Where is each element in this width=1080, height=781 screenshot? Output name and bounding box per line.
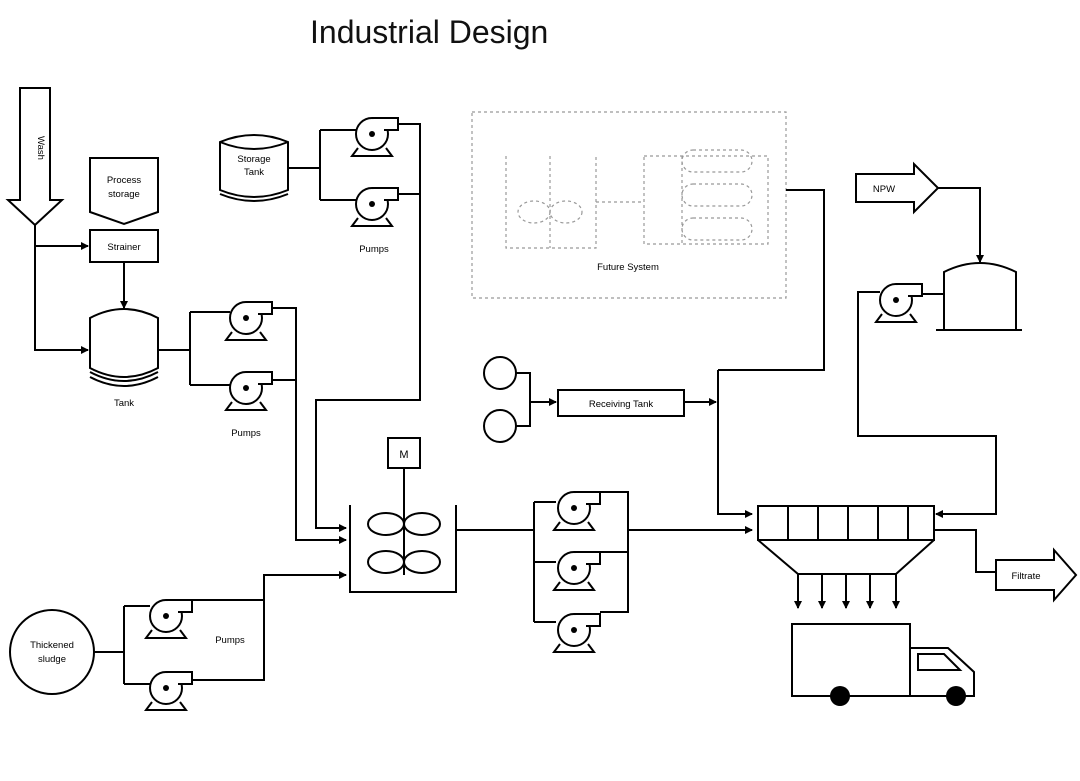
pumps-mid-label: Pumps xyxy=(231,428,261,439)
strainer-label: Strainer xyxy=(107,242,140,253)
filtrate-arrow: Filtrate xyxy=(995,547,1078,603)
thickened-sludge-label-2: sludge xyxy=(38,654,66,665)
pipe-future-system xyxy=(718,189,825,371)
process-storage-label-2: storage xyxy=(108,189,140,200)
pump-top-1 xyxy=(351,117,399,157)
pipe-bottom-pumps-to-mixer xyxy=(263,571,347,600)
receiving-source-1 xyxy=(483,356,517,390)
pump-center-2 xyxy=(553,551,601,591)
pipe-wash-to-tank xyxy=(34,225,89,354)
future-system-label: Future System xyxy=(597,262,659,273)
pump-center-1 xyxy=(553,491,601,531)
mixer-motor-label: M xyxy=(399,449,408,461)
storage-tank-label-1: Storage xyxy=(237,154,270,165)
pumps-top-label: Pumps xyxy=(359,244,389,255)
pipe-press-to-filtrate xyxy=(934,529,996,573)
polymer-tank xyxy=(936,262,1022,331)
pump-bottom-2 xyxy=(145,671,193,711)
wash-label: Wash xyxy=(35,136,46,160)
tank-label: Tank xyxy=(114,398,134,409)
pump-top-2 xyxy=(351,187,399,227)
future-system: Future System xyxy=(471,111,787,299)
receiving-source-2 xyxy=(483,409,517,443)
receiving-tank-label: Receiving Tank xyxy=(589,399,654,410)
truck xyxy=(791,623,975,706)
pump-polymer xyxy=(875,283,923,323)
pipe-polymer-to-press xyxy=(857,291,997,518)
npw-arrow: NPW xyxy=(855,161,940,215)
pumps-bottom-label: Pumps xyxy=(215,635,245,646)
wash-inlet-arrow: Wash xyxy=(5,87,65,227)
pipe-mid-pumps-to-mixer xyxy=(270,307,347,544)
filter-press xyxy=(757,505,935,609)
storage-tank: Storage Tank xyxy=(219,134,289,202)
npw-label: NPW xyxy=(873,184,895,195)
process-storage: Process storage xyxy=(89,157,159,226)
storage-tank-label-2: Tank xyxy=(244,167,264,178)
receiving-tank: Receiving Tank xyxy=(557,389,685,417)
thickened-sludge: Thickened sludge xyxy=(9,609,95,695)
filtrate-label: Filtrate xyxy=(1011,571,1040,582)
pipe-top-pumps-to-mixer xyxy=(315,123,421,532)
process-storage-label-1: Process xyxy=(107,175,142,186)
pump-bottom-1 xyxy=(145,599,193,639)
pump-mid-2 xyxy=(225,371,273,411)
pump-center-3 xyxy=(553,613,601,653)
strainer: Strainer xyxy=(89,229,159,263)
page-title: Industrial Design xyxy=(310,14,548,50)
thickened-sludge-label-1: Thickened xyxy=(30,640,74,651)
tank: Tank xyxy=(89,308,159,409)
mixer-tank: M xyxy=(349,437,457,593)
pump-mid-1 xyxy=(225,301,273,341)
pipe-receiving-to-press xyxy=(717,370,753,518)
